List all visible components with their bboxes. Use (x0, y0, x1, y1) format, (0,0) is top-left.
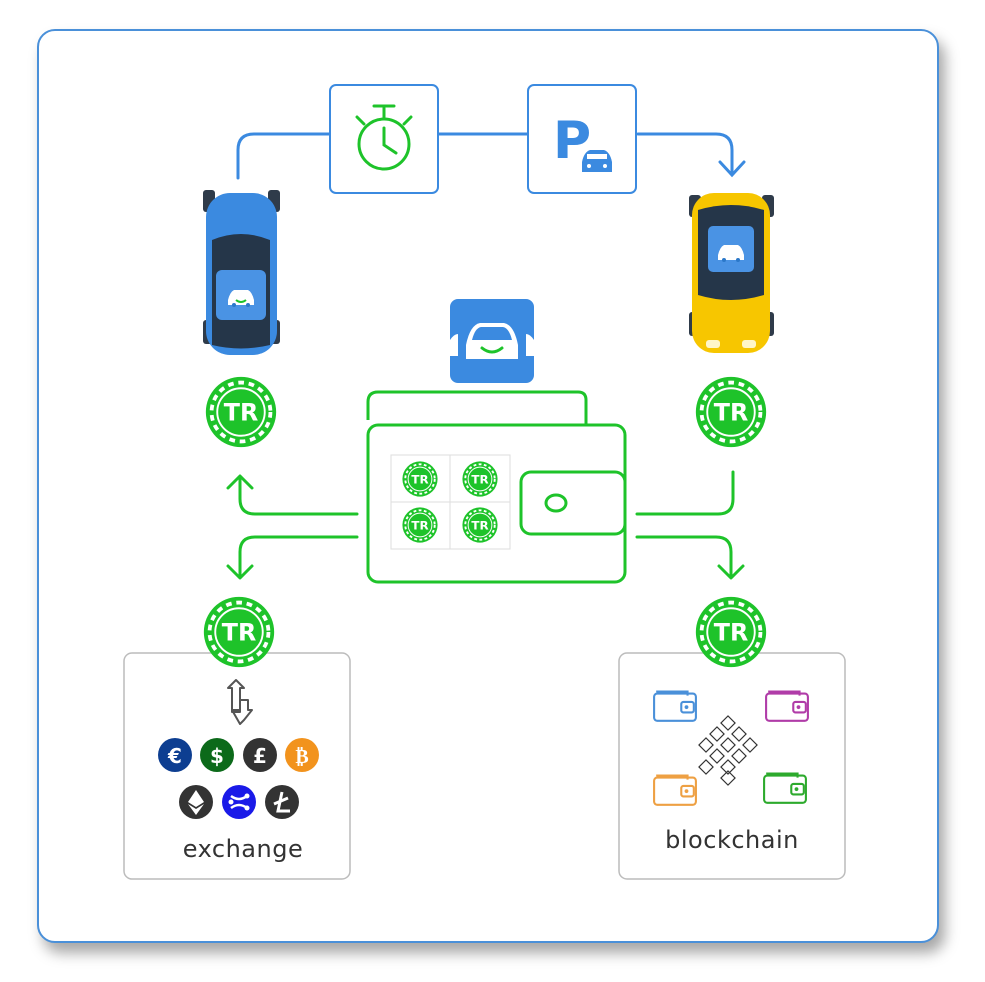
token-coin-small (461, 460, 499, 498)
wallet-icon (366, 390, 627, 584)
blockchain-network-icon (698, 715, 758, 786)
token-coin-blockchain (693, 594, 769, 670)
timer-box (329, 84, 439, 194)
currency-icons: € $ £ ₿ (158, 738, 319, 819)
token-coin-left (203, 374, 279, 450)
green-flow-connectors (226, 470, 745, 580)
bitcoin-icon (285, 738, 319, 772)
currency-symbol: £ (253, 744, 267, 768)
stopwatch-icon (355, 104, 413, 171)
app-icon (450, 299, 534, 383)
yellow-car (689, 193, 774, 353)
wallet-coin-grid (390, 454, 511, 550)
swap-arrows-icon (227, 679, 253, 725)
parking-box: P (527, 84, 637, 194)
currency-symbol: ₿ (295, 744, 308, 768)
token-coin-small (401, 506, 439, 544)
token-coin-exchange (201, 594, 277, 670)
ripple-icon (222, 785, 256, 819)
pound-icon (243, 738, 277, 772)
exchange-label: exchange (182, 835, 304, 863)
currency-symbol: $ (210, 744, 224, 768)
car-app-icon (228, 290, 254, 307)
parking-icon: P (553, 111, 612, 172)
token-coin-right (693, 374, 769, 450)
token-coin-small (461, 506, 499, 544)
currency-symbol: € (167, 744, 182, 768)
blockchain-label: blockchain (665, 826, 799, 854)
euro-icon (158, 738, 192, 772)
car-app-icon (718, 245, 744, 262)
blue-car (203, 190, 280, 355)
top-flow-connector (236, 132, 746, 180)
dollar-icon (200, 738, 234, 772)
token-coin-small (401, 460, 439, 498)
